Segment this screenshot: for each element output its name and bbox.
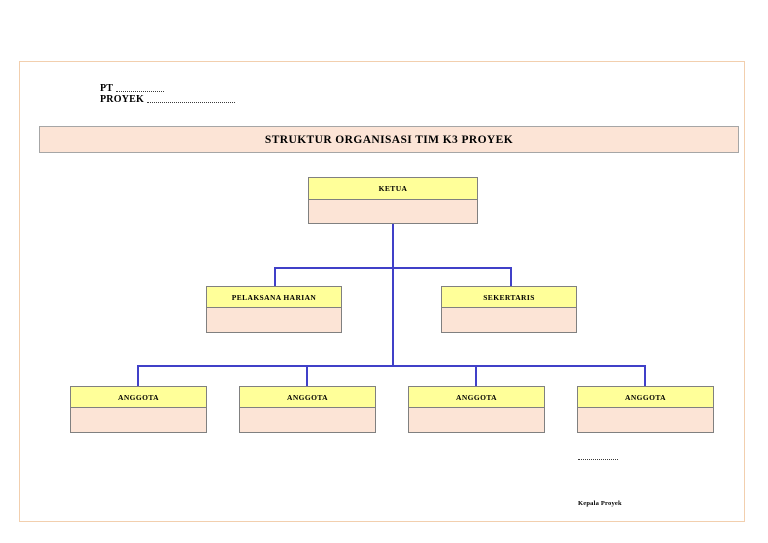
connector-bus-tier2 <box>274 267 512 269</box>
org-node-pelaksana-harian-name-field[interactable] <box>207 308 341 332</box>
connector-drop-sekertaris <box>510 267 512 286</box>
letterhead-company-row: PT <box>100 83 360 94</box>
org-node-anggota-1-header: ANGGOTA <box>71 387 206 408</box>
org-node-anggota-4-header: ANGGOTA <box>578 387 713 408</box>
letterhead: PT PROYEK <box>100 83 360 105</box>
org-node-anggota-1-name-field[interactable] <box>71 408 206 432</box>
connector-drop-anggota-3 <box>475 365 477 386</box>
org-node-anggota-3-name-field[interactable] <box>409 408 544 432</box>
org-node-anggota-4-name-field[interactable] <box>578 408 713 432</box>
chart-title-banner: STRUKTUR ORGANISASI TIM K3 PROYEK <box>39 126 739 153</box>
org-node-sekertaris-header: SEKERTARIS <box>442 287 576 308</box>
chart-title-text: STRUKTUR ORGANISASI TIM K3 PROYEK <box>264 133 514 146</box>
org-node-anggota-4[interactable]: ANGGOTA <box>577 386 714 433</box>
org-node-ketua-label: KETUA <box>378 184 408 193</box>
org-node-anggota-4-label: ANGGOTA <box>625 392 666 402</box>
org-node-anggota-3-header: ANGGOTA <box>409 387 544 408</box>
org-node-ketua[interactable]: KETUA <box>308 177 478 224</box>
org-node-pelaksana-harian-header: PELAKSANA HARIAN <box>207 287 341 308</box>
signature-title: Kepala Proyek <box>578 500 622 507</box>
letterhead-project-row: PROYEK <box>100 94 360 105</box>
org-node-anggota-1-label: ANGGOTA <box>118 392 159 402</box>
org-node-ketua-header: KETUA <box>309 178 477 200</box>
letterhead-company-label: PT <box>100 83 114 94</box>
connector-drop-anggota-2 <box>306 365 308 386</box>
connector-drop-pelaksana-harian <box>274 267 276 286</box>
org-node-pelaksana-harian-label: PELAKSANA HARIAN <box>231 292 317 302</box>
connector-drop-anggota-1 <box>137 365 139 386</box>
letterhead-company-dotted-line <box>116 91 165 92</box>
org-node-pelaksana-harian[interactable]: PELAKSANA HARIAN <box>206 286 342 333</box>
org-node-anggota-3-label: ANGGOTA <box>456 392 497 402</box>
org-node-ketua-name-field[interactable] <box>309 200 477 223</box>
org-node-sekertaris-label: SEKERTARIS <box>483 292 535 302</box>
org-node-sekertaris[interactable]: SEKERTARIS <box>441 286 577 333</box>
org-node-anggota-2[interactable]: ANGGOTA <box>239 386 376 433</box>
org-node-anggota-2-header: ANGGOTA <box>240 387 375 408</box>
org-node-anggota-3[interactable]: ANGGOTA <box>408 386 545 433</box>
org-node-anggota-1[interactable]: ANGGOTA <box>70 386 207 433</box>
page-border-frame <box>19 61 745 522</box>
letterhead-project-dotted-line <box>146 102 235 103</box>
connector-trunk-ketua <box>392 224 394 367</box>
org-node-anggota-2-name-field[interactable] <box>240 408 375 432</box>
connector-drop-anggota-4 <box>644 365 646 386</box>
org-node-anggota-2-label: ANGGOTA <box>287 392 328 402</box>
org-node-sekertaris-name-field[interactable] <box>442 308 576 332</box>
letterhead-project-label: PROYEK <box>100 94 144 105</box>
signature-dotted-line <box>578 459 618 460</box>
connector-bus-tier3 <box>137 365 646 367</box>
